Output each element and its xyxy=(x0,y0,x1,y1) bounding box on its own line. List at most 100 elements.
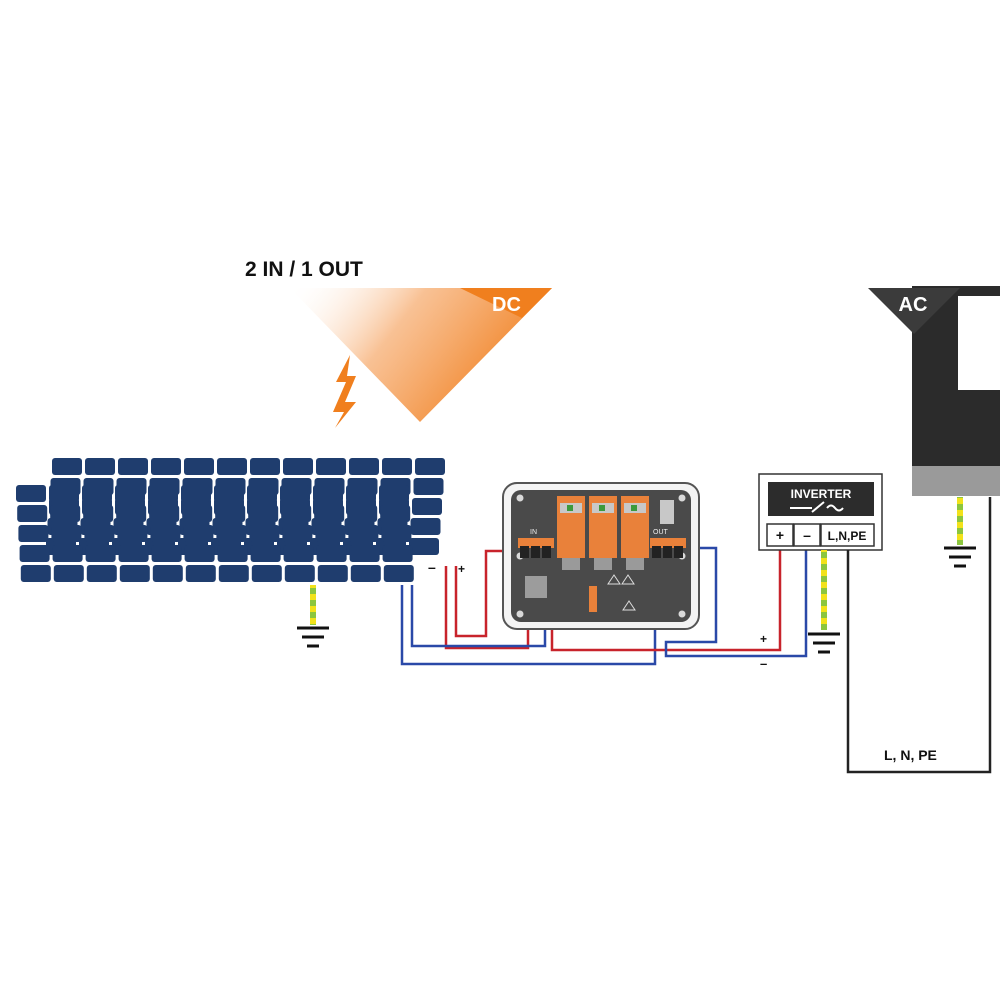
surge-module-2 xyxy=(589,496,617,570)
solar-cell xyxy=(381,525,412,542)
solar-cell xyxy=(118,545,149,562)
inverter: INVERTER + – L,N,PE xyxy=(758,473,883,551)
solar-cell xyxy=(383,565,414,582)
solar-cell xyxy=(283,458,313,475)
solar-cell xyxy=(185,565,216,582)
solar-cell xyxy=(18,525,49,542)
solar-cell xyxy=(85,458,115,475)
solar-cell xyxy=(16,485,46,502)
solar-cell xyxy=(248,505,279,522)
out-terminal-label: OUT xyxy=(653,529,669,536)
solar-cell xyxy=(184,458,214,475)
ac-line: L, N, PE xyxy=(846,497,992,774)
ac-line-label: L, N, PE xyxy=(884,747,937,763)
solar-cell xyxy=(379,485,409,502)
solar-cell xyxy=(115,485,145,502)
solar-cell xyxy=(19,545,50,562)
solar-panel-array xyxy=(16,458,445,582)
solar-cell xyxy=(217,545,248,562)
in-terminal-label: IN xyxy=(530,529,537,536)
solar-cell xyxy=(17,505,48,522)
solar-cell xyxy=(313,485,343,502)
surge-module-1 xyxy=(557,496,585,570)
array-plus-label: + xyxy=(458,562,465,576)
qr-label xyxy=(525,576,547,598)
solar-cell xyxy=(314,505,345,522)
diagram-title: 2 IN / 1 OUT xyxy=(245,258,363,281)
solar-cell xyxy=(412,498,442,515)
solar-cell xyxy=(282,525,313,542)
ac-cabinet: AC xyxy=(868,286,1000,496)
solar-cell xyxy=(251,565,282,582)
solar-cell xyxy=(49,485,79,502)
solar-cell xyxy=(415,458,445,475)
solar-cell xyxy=(317,565,348,582)
dc-ac-conversion-icon xyxy=(790,501,844,513)
solar-cell xyxy=(347,505,378,522)
solar-cell xyxy=(216,525,247,542)
combiner-box: IN OUT xyxy=(502,482,700,630)
solar-cell xyxy=(349,458,379,475)
ac-ground-symbol xyxy=(944,497,976,568)
solar-cell xyxy=(249,525,280,542)
solar-cell xyxy=(250,545,281,562)
inverter-minus-terminal: – xyxy=(803,527,811,543)
ac-label: AC xyxy=(899,294,928,316)
dc-section-badge: DC xyxy=(290,288,552,422)
dc-label: DC xyxy=(492,294,521,316)
solar-cell xyxy=(152,565,183,582)
inverter-input-minus-label: – xyxy=(760,656,767,671)
array-minus-label: – xyxy=(428,559,436,575)
input-terminals: IN xyxy=(518,529,554,558)
solar-cell xyxy=(283,545,314,562)
solar-cell xyxy=(217,458,247,475)
fuse-holder xyxy=(589,586,597,612)
solar-cell xyxy=(118,458,148,475)
solar-cell xyxy=(51,525,82,542)
solar-cell xyxy=(181,485,211,502)
solar-cell xyxy=(85,545,116,562)
inverter-label: INVERTER xyxy=(791,487,852,501)
solar-cell xyxy=(215,505,246,522)
solar-panel-row-front xyxy=(16,485,414,582)
solar-cell xyxy=(410,518,441,535)
inverter-input-plus-label: + xyxy=(760,632,767,646)
solar-cell xyxy=(149,505,180,522)
solar-cell xyxy=(20,565,51,582)
solar-cell xyxy=(52,545,83,562)
solar-cell xyxy=(349,545,380,562)
solar-cell xyxy=(83,505,114,522)
surge-module-3 xyxy=(621,496,649,570)
panel-ground-symbol xyxy=(297,585,329,648)
output-terminals: OUT xyxy=(650,500,686,558)
solar-cell xyxy=(316,545,347,562)
solar-cell xyxy=(119,565,150,582)
solar-cell xyxy=(280,485,310,502)
solar-cell xyxy=(348,525,379,542)
solar-cell xyxy=(82,485,112,502)
solar-cell xyxy=(413,478,444,495)
solar-cell xyxy=(346,485,376,502)
solar-cell xyxy=(52,458,82,475)
solar-cell xyxy=(86,565,117,582)
solar-cell xyxy=(53,565,84,582)
solar-cell xyxy=(214,485,244,502)
solar-cell xyxy=(151,545,182,562)
solar-cell xyxy=(148,485,178,502)
inverter-plus-terminal: + xyxy=(776,527,784,543)
solar-cell xyxy=(380,505,411,522)
solar-cell xyxy=(117,525,148,542)
solar-cell xyxy=(316,458,346,475)
solar-cell xyxy=(183,525,214,542)
solar-cell xyxy=(350,565,381,582)
inverter-ground-symbol xyxy=(808,550,840,654)
solar-cell xyxy=(116,505,147,522)
solar-cell xyxy=(382,545,413,562)
solar-cell xyxy=(150,525,181,542)
solar-cell xyxy=(382,458,412,475)
solar-cell xyxy=(218,565,249,582)
solar-cell xyxy=(182,505,213,522)
solar-cell xyxy=(84,525,115,542)
lightning-bolt-icon xyxy=(333,355,356,428)
